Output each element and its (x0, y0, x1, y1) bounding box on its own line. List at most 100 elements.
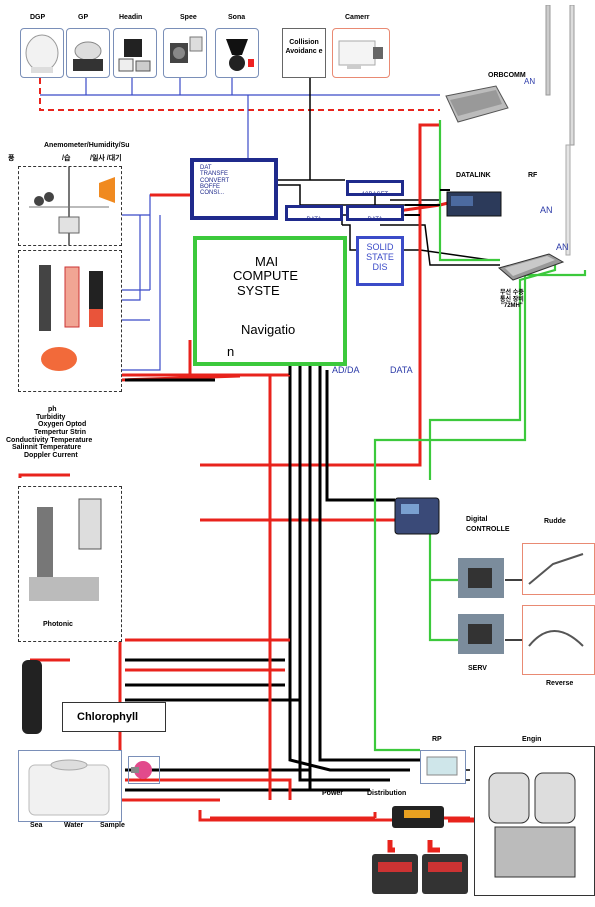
gp-label: GP (78, 14, 88, 22)
batteries (370, 850, 470, 898)
water-sensor-line-7: Doppler Current (6, 452, 126, 460)
datalink-antenna-label: AN (540, 206, 553, 216)
distribution-label: Distribution (367, 790, 406, 798)
heading-label: Headin (119, 14, 142, 22)
power-distribution-unit (390, 802, 446, 832)
power-label: Power (322, 790, 343, 798)
datalink-device (445, 188, 505, 220)
controller-label-controller: CONTROLLE (466, 526, 510, 534)
engine-label: Engin (522, 736, 541, 744)
weather-subtitle-solar: /일사 /대기 (90, 155, 122, 163)
dgp-label: DGP (30, 14, 45, 22)
radio-device (495, 248, 565, 284)
power-distribution-icon (390, 802, 446, 832)
water-sensor-line-2: Turbidity (6, 414, 126, 422)
main-computer-box: MAI COMPUTE SYSTE Navigatio n (193, 236, 347, 366)
pump-icon (129, 757, 159, 783)
speed-device (163, 28, 207, 78)
rudder-linkage-box (522, 543, 595, 595)
transfer-line-5: CONSI... (200, 190, 268, 196)
sonar-device (215, 28, 259, 78)
collision-avoidance-label: Collision Avoidanc e (283, 29, 325, 57)
chlorophyll-box: Chlorophyll (62, 702, 166, 732)
dgp-antenna-icon (21, 29, 63, 77)
radio-modem-icon (495, 248, 565, 284)
reverse-linkage-box (522, 605, 595, 675)
main-computer-line-4: Navigatio (241, 322, 295, 337)
water-sample-tank-icon (19, 751, 121, 821)
rudder-linkage-icon (523, 544, 595, 594)
speed-label: Spee (180, 14, 197, 22)
heading-sensor-icon (114, 29, 156, 77)
chlorophyll-label: Chlorophyll (63, 703, 165, 723)
water-sensor-labels: ph Turbidity Oxygen Optod Tempertur Stri… (6, 406, 126, 460)
weather-subtitle-humidity: /습 (62, 155, 70, 163)
rudder-label: Rudde (544, 518, 566, 526)
solid-state-line-2: STATE (359, 252, 401, 262)
solid-state-line-3: DIS (359, 262, 401, 272)
main-computer-line-5: n (227, 344, 234, 359)
data-label: DATA (390, 366, 413, 376)
pump-device (128, 756, 160, 784)
orbcomm-antenna-label: AN (524, 78, 535, 87)
water-sample-box (18, 750, 122, 822)
solid-state-line-1: SOLID (359, 242, 401, 252)
rudder-servo-icon (458, 558, 504, 598)
camera-label: Camerr (345, 14, 370, 22)
water-sensor-line-1: ph (6, 406, 126, 414)
dgp-orbcomm-dashed-link (40, 78, 440, 110)
collision-avoidance-box: Collision Avoidanc e (282, 28, 326, 78)
rf-label: RF (528, 172, 537, 180)
heading-device (113, 28, 157, 78)
datalink-radio-icon (445, 188, 505, 220)
photonic-label: Photonic (43, 621, 73, 628)
reverse-linkage-icon (523, 606, 595, 674)
reverse-label: Reverse (546, 680, 573, 688)
reverse-servo-photo (458, 614, 504, 654)
water-sensors-box (18, 250, 122, 392)
controller-icon (393, 494, 443, 538)
photonic-box: Photonic (18, 486, 122, 642)
data-box-left: DATA (285, 205, 343, 221)
orbcomm-modem-icon (440, 82, 510, 128)
controller-label-digital: Digital (466, 516, 487, 524)
data-box-right: DATA (346, 205, 404, 221)
orbcomm-device (440, 82, 510, 128)
sonar-label: Sona (228, 14, 245, 22)
servo-label: SERV (468, 665, 487, 673)
sonar-transducer-icon (216, 29, 258, 77)
solid-state-box: SOLID STATE DIS (356, 236, 404, 286)
reverse-servo-icon (458, 614, 504, 654)
red-sensor-feeds (120, 375, 290, 800)
orbcomm-label: ORBCOMM (488, 72, 526, 80)
sample-sea-label: Sea (30, 822, 42, 830)
water-sensor-line-6: Salinnit Temperature (6, 444, 126, 452)
chlorophyll-probe-icon (18, 658, 48, 736)
gp-antenna-icon (67, 29, 109, 77)
main-computer-line-2: COMPUTE (233, 268, 298, 283)
radio-caption: 무선 수중 통신 장비 "72MH" (500, 290, 524, 310)
digital-controller-device (393, 494, 443, 538)
camera-device (332, 28, 390, 78)
sample-water-label: Water (64, 822, 83, 830)
tobase-box: 10BASET (346, 180, 404, 196)
gp-device (66, 28, 110, 78)
chlorophyll-sensor (18, 658, 48, 736)
engine-icon (475, 747, 595, 895)
water-probe-icons (19, 251, 121, 391)
rp-label: RP (432, 736, 442, 744)
right-black-lines (405, 190, 450, 215)
weather-station-icon (19, 167, 121, 245)
water-sensor-line-3: Oxygen Optod (6, 421, 126, 429)
photonic-instrument-icon (19, 487, 121, 607)
weather-station-box (18, 166, 122, 246)
main-computer-line-3: SYSTE (237, 283, 280, 298)
engine-box (474, 746, 595, 896)
rp-sensor-icon (421, 751, 465, 783)
weather-subtitle-wind: 풍 (8, 155, 14, 163)
rp-box (420, 750, 466, 784)
rudder-servo-photo (458, 558, 504, 598)
water-sensor-line-4: Tempertur Strin (6, 429, 126, 437)
camera-icon (333, 29, 389, 77)
datalink-label: DATALINK (456, 172, 491, 180)
